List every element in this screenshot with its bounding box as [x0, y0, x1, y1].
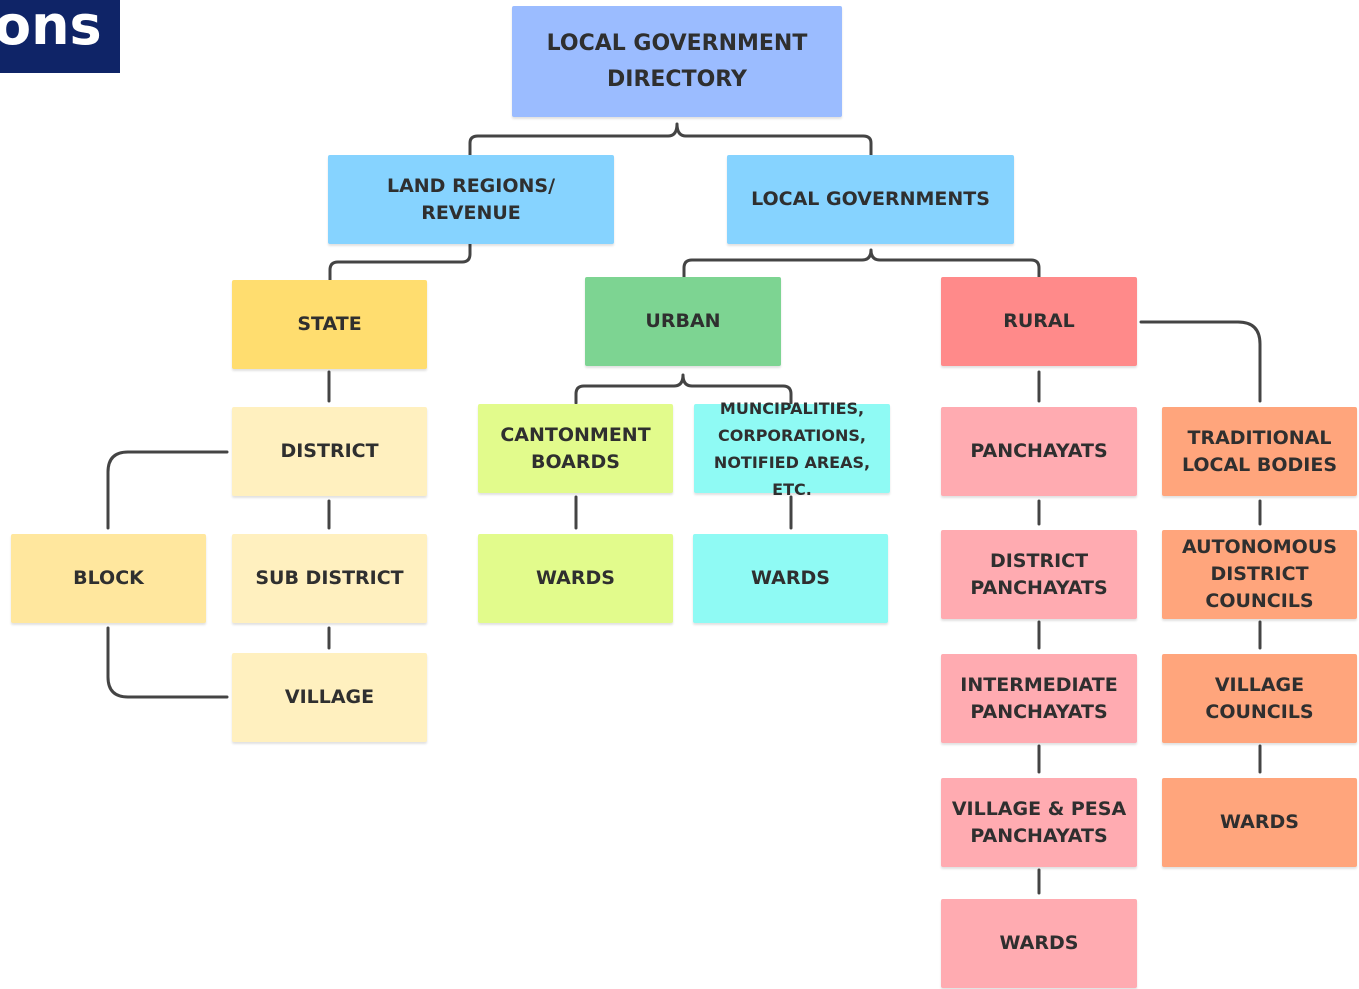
connector-block-village — [106, 626, 229, 699]
connector-localgov-brace — [682, 248, 1041, 279]
node-autonomous-district-councils: AUTONOMOUS DISTRICT COUNCILS — [1162, 530, 1357, 619]
node-district: DISTRICT — [232, 407, 427, 496]
node-sub-district: SUB DISTRICT — [232, 534, 427, 623]
node-village-pesa-panchayats: VILLAGE & PESA PANCHAYATS — [941, 778, 1137, 867]
node-state: STATE — [232, 280, 427, 369]
connector-land-state — [328, 242, 472, 282]
node-intermediate-panchayats: INTERMEDIATE PANCHAYATS — [941, 654, 1137, 743]
node-block: BLOCK — [11, 534, 206, 623]
node-local-governments: LOCAL GOVERNMENTS — [727, 155, 1014, 244]
node-rural: RURAL — [941, 277, 1137, 366]
node-panchayat-wards: WARDS — [941, 899, 1137, 988]
node-traditional-wards: WARDS — [1162, 778, 1357, 867]
node-local-government-directory: LOCAL GOVERNMENT DIRECTORY — [512, 6, 842, 117]
node-land-regions-revenue: LAND REGIONS/ REVENUE — [328, 155, 614, 244]
node-traditional-local-bodies: TRADITIONAL LOCAL BODIES — [1162, 407, 1357, 496]
connector-urban-brace — [574, 373, 793, 405]
node-municipalities: MUNCIPALITIES, CORPORATIONS, NOTIFIED AR… — [694, 399, 890, 499]
corner-logo: ons — [0, 0, 120, 73]
node-urban: URBAN — [585, 277, 781, 366]
node-cantonment-boards: CANTONMENT BOARDS — [478, 404, 673, 493]
node-panchayats: PANCHAYATS — [941, 407, 1137, 496]
connector-district-block — [106, 450, 229, 530]
logo-wordmark-icon: ons — [0, 0, 102, 57]
connector-rural-traditional — [1139, 320, 1262, 403]
logo-text: ons — [0, 0, 102, 57]
node-village-councils: VILLAGE COUNCILS — [1162, 654, 1357, 743]
node-village: VILLAGE — [232, 653, 427, 742]
node-cantonment-wards: WARDS — [478, 534, 673, 623]
node-district-panchayats: DISTRICT PANCHAYATS — [941, 530, 1137, 619]
node-municipal-wards: WARDS — [693, 534, 888, 623]
connector-root-brace — [468, 122, 873, 157]
